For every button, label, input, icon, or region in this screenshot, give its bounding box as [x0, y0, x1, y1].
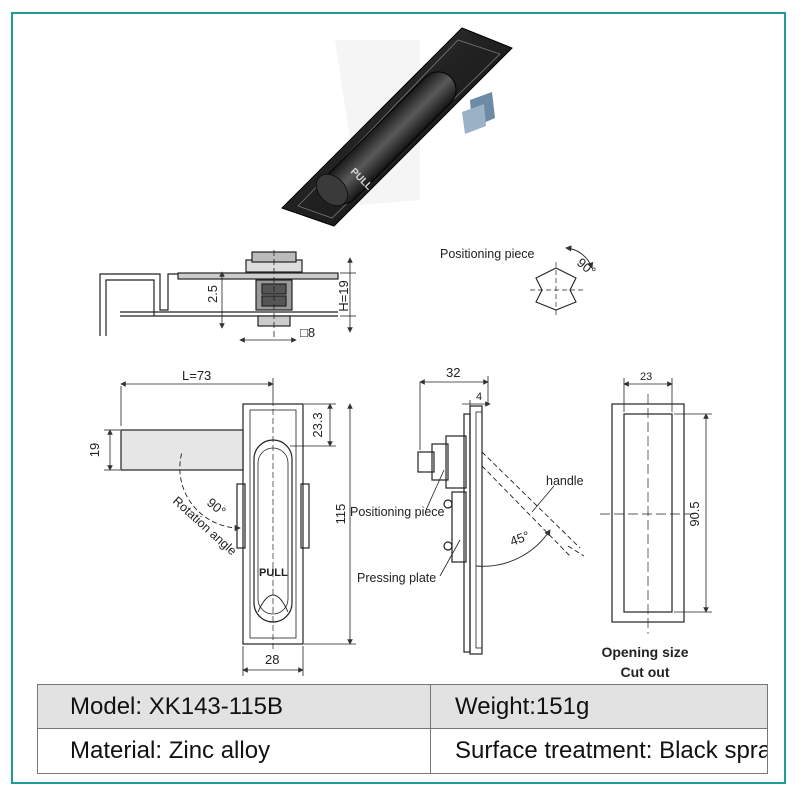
front-pull-text: PULL [259, 567, 288, 579]
dim-square-8: □8 [300, 325, 315, 340]
dim-45: 45° [508, 528, 532, 549]
dim-19: 19 [87, 443, 102, 457]
spec-material: Material: Zinc alloy [37, 728, 431, 774]
dim-90-rotation: 90° [204, 495, 229, 519]
spec-weight: Weight:151g [430, 684, 768, 729]
dim-l73: L=73 [182, 368, 211, 383]
label-positioning-piece: Positioning piece [350, 505, 445, 519]
label-positioning-piece-detail: Positioning piece [440, 247, 535, 261]
spec-table: Model: XK143-115B Weight:151g Material: … [37, 684, 768, 774]
label-handle: handle [546, 474, 584, 488]
dim-115: 115 [333, 504, 348, 525]
spec-model: Model: XK143-115B [37, 684, 431, 729]
label-opening-size: Opening size [601, 644, 688, 660]
spec-row: Material: Zinc alloy Surface treatment: … [37, 728, 768, 774]
section-view [417, 376, 585, 655]
spec-surface: Surface treatment: Black spraying [430, 728, 768, 774]
dim-4: 4 [476, 391, 482, 403]
dim-2-5: 2.5 [205, 285, 220, 303]
dim-23: 23 [640, 371, 652, 383]
label-pressing-plate: Pressing plate [357, 571, 436, 585]
label-cut-out: Cut out [621, 664, 670, 680]
product-image: PULL [281, 27, 513, 227]
side-view [99, 250, 356, 343]
dim-90-detail: 90° [574, 255, 599, 279]
dim-23-3: 23.3 [310, 412, 325, 437]
dim-h19: H=19 [336, 280, 351, 311]
spec-row: Model: XK143-115B Weight:151g [37, 684, 768, 729]
dim-32: 32 [446, 365, 460, 380]
front-view [104, 378, 356, 676]
dim-90-5: 90.5 [687, 501, 702, 526]
positioning-piece-detail [530, 245, 594, 318]
cutout-view [600, 378, 712, 634]
label-rotation-angle: Rotation angle [170, 494, 239, 558]
dim-28: 28 [265, 652, 279, 667]
